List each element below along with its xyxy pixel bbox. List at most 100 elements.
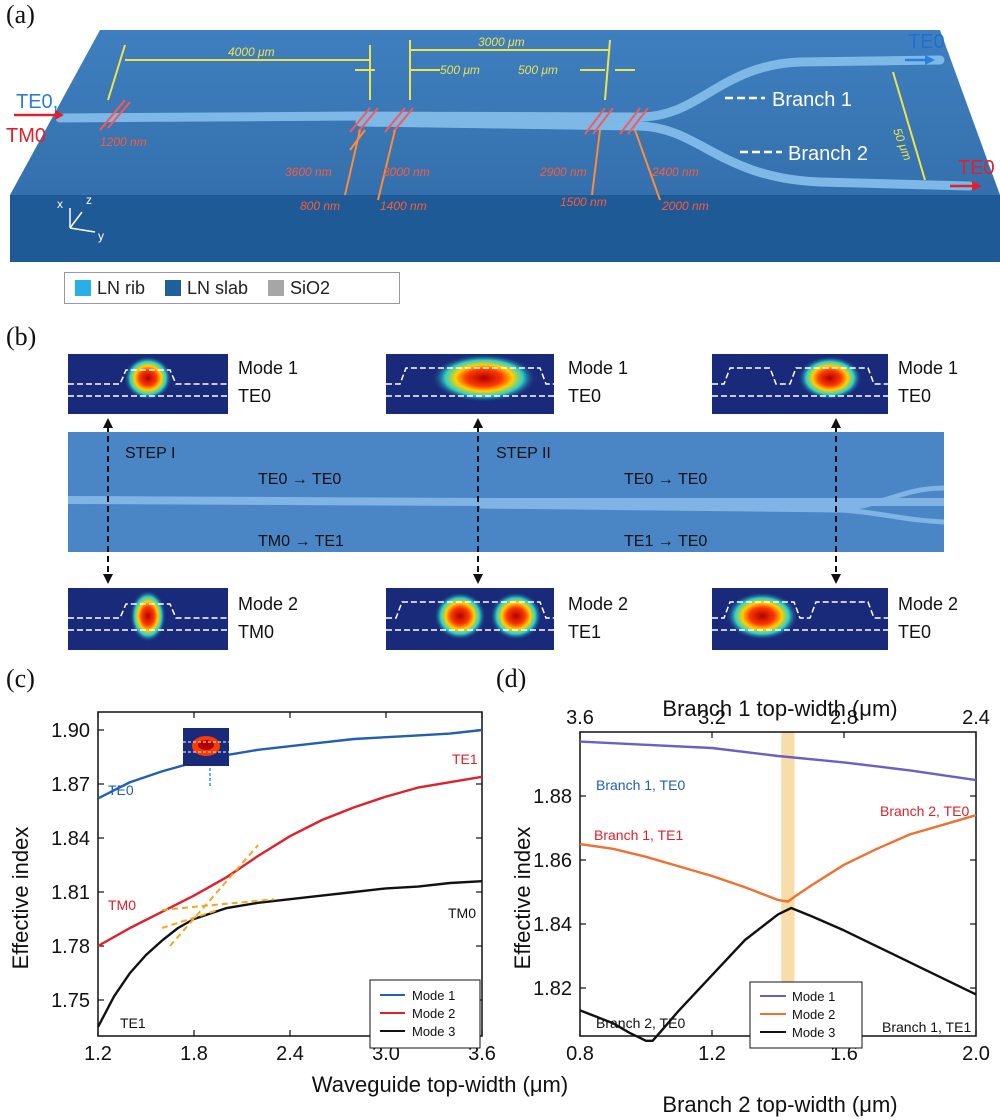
mode-type-bottom-2: TE1 <box>568 622 601 642</box>
anticrossing-band <box>781 732 795 1036</box>
series-line-mode2 <box>97 775 483 948</box>
output-arrow-bottom <box>972 181 982 191</box>
legend-label-mode1-c: Mode 1 <box>412 988 455 1003</box>
conversion-step2-te1: TE1 → TE0 <box>624 533 707 550</box>
y-tick-label: 1.75 <box>51 990 90 1012</box>
y-tick-label: 1.90 <box>51 720 90 742</box>
series-line-mode2 <box>579 814 977 903</box>
output-label-top: TE0 <box>908 31 945 53</box>
mode-profile-bottom-1 <box>68 588 228 650</box>
width-2900: 2900 nm <box>539 165 587 179</box>
y-tick-label: 1.81 <box>51 882 90 904</box>
annotation-branch1-te1-d: Branch 1, TE1 <box>594 827 683 843</box>
legend-label-mode1-d: Mode 1 <box>792 989 835 1004</box>
branch1-label: Branch 1 <box>772 89 852 111</box>
y-tick-label: 1.78 <box>51 936 90 958</box>
y-tick-label: 1.84 <box>51 828 90 850</box>
series-line-mode3 <box>579 906 977 1042</box>
waveguide-top-view <box>68 432 944 552</box>
annotation-branch2-te0-black-d: Branch 2, TE0 <box>596 1015 685 1031</box>
mode-profile-top-2 <box>386 354 554 414</box>
mode-name-bottom-2: Mode 2 <box>568 594 628 614</box>
panel-label-d: (d) <box>496 664 527 693</box>
conversion-step1-te: TE0 → TE0 <box>258 471 341 488</box>
panel-label-a: (a) <box>6 0 35 29</box>
width-2000: 2000 nm <box>661 199 709 213</box>
y-tick-label: 1.86 <box>533 850 572 872</box>
input-label-tm: TM0 <box>6 125 46 147</box>
series-line-mode1 <box>97 728 483 800</box>
x2-tick-label: 3.2 <box>698 707 726 729</box>
y-tick-label: 1.84 <box>533 914 572 936</box>
dim-3000: 3000 μm <box>478 35 525 49</box>
legend-label-mode3-d: Mode 3 <box>792 1025 835 1040</box>
width-800: 800 nm <box>300 199 340 213</box>
series-line-mode1 <box>579 740 977 782</box>
legend-label: SiO2 <box>290 277 331 298</box>
x-tick-label: 2.4 <box>276 1043 304 1065</box>
mode-type-bottom-3: TE0 <box>898 622 931 642</box>
mode-type-bottom-1: TM0 <box>238 622 274 642</box>
x-tick-label: 0.8 <box>566 1043 594 1065</box>
x-tick-label: 1.2 <box>698 1043 726 1065</box>
branch2-waveguide <box>355 117 975 191</box>
width-1200: 1200 nm <box>100 135 147 149</box>
mode-name-top-3: Mode 1 <box>898 358 958 378</box>
width-2400: 2400 nm <box>651 165 699 179</box>
x-tick-label: 1.2 <box>84 1043 112 1065</box>
dim-500a: 500 μm <box>440 63 480 77</box>
material-legend: LN rib LN slab SiO2 <box>64 272 400 304</box>
series-line-mode3 <box>96 880 483 1028</box>
output-label-bottom: TE0 <box>958 157 995 179</box>
width-1500: 1500 nm <box>560 195 607 209</box>
top-axis-title-d: Branch 1 top-width (μm) <box>662 696 897 721</box>
y-axis-title-d: Effective index <box>510 827 535 970</box>
width-3000: 3000 nm <box>383 165 430 179</box>
mode-type-top-1: TE0 <box>238 386 271 406</box>
branch2-label: Branch 2 <box>788 143 868 165</box>
annotation-te0-c: TE0 <box>108 782 134 798</box>
x2-tick-label: 2.8 <box>830 707 858 729</box>
annotation-tm0-black-c: TM0 <box>448 905 476 921</box>
width-1400: 1400 nm <box>380 199 427 213</box>
x2-tick-label: 2.4 <box>962 707 990 729</box>
legend-d: Mode 1 Mode 2 Mode 3 <box>749 981 863 1049</box>
y-tick-label: 1.82 <box>533 978 572 1000</box>
annotation-branch1-te1-black-d: Branch 1, TE1 <box>882 1019 971 1035</box>
legend-label-mode2-c: Mode 2 <box>412 1006 455 1021</box>
axis-z-label: z <box>86 193 92 207</box>
annotation-tm0-red-c: TM0 <box>108 897 136 913</box>
mode-evolution-figure: Mode 1 TE0 Mode 1 TE0 Mode 1 TE0 Mode 2 … <box>67 354 958 650</box>
mode-name-bottom-3: Mode 2 <box>898 594 958 614</box>
y-tick-label: 1.88 <box>533 786 572 808</box>
legend-item-sio2: SiO2 <box>268 278 330 299</box>
y-axis-title-c: Effective index <box>8 827 33 970</box>
mode-profile-bottom-2 <box>386 588 554 650</box>
axis-x-label: x <box>57 197 63 211</box>
output-arrow-top <box>925 55 935 65</box>
legend-label: LN slab <box>187 277 249 298</box>
annotation-te1-black-c: TE1 <box>120 1015 146 1031</box>
conversion-step1-tm: TM0 → TE1 <box>258 533 344 550</box>
mode-name-bottom-1: Mode 2 <box>238 594 298 614</box>
axis-y-label: y <box>98 229 104 243</box>
mode-name-top-1: Mode 1 <box>238 358 298 378</box>
device-schematic: TE0, TM0 TE0 TE0 Branch 1 Branch 2 4000 … <box>6 30 1000 262</box>
ln-slab-front <box>10 195 1000 262</box>
mode-profile-top-3 <box>712 354 888 414</box>
annotation-branch1-te0-d: Branch 1, TE0 <box>596 777 685 793</box>
width-3600: 3600 nm <box>285 165 332 179</box>
legend-label-mode3-c: Mode 3 <box>412 1024 455 1039</box>
mode-type-top-3: TE0 <box>898 386 931 406</box>
panel-label-b: (b) <box>6 322 37 351</box>
dim-4000: 4000 μm <box>228 45 275 59</box>
mode-name-top-2: Mode 1 <box>568 358 628 378</box>
legend-item-ln-slab: LN slab <box>165 278 248 299</box>
mode-profile-bottom-3 <box>712 588 888 650</box>
anticrossing-guide-line <box>161 898 275 911</box>
anticrossing-guide-line <box>169 844 259 947</box>
legend-item-ln-rib: LN rib <box>75 278 145 299</box>
dim-500b: 500 μm <box>518 63 558 77</box>
